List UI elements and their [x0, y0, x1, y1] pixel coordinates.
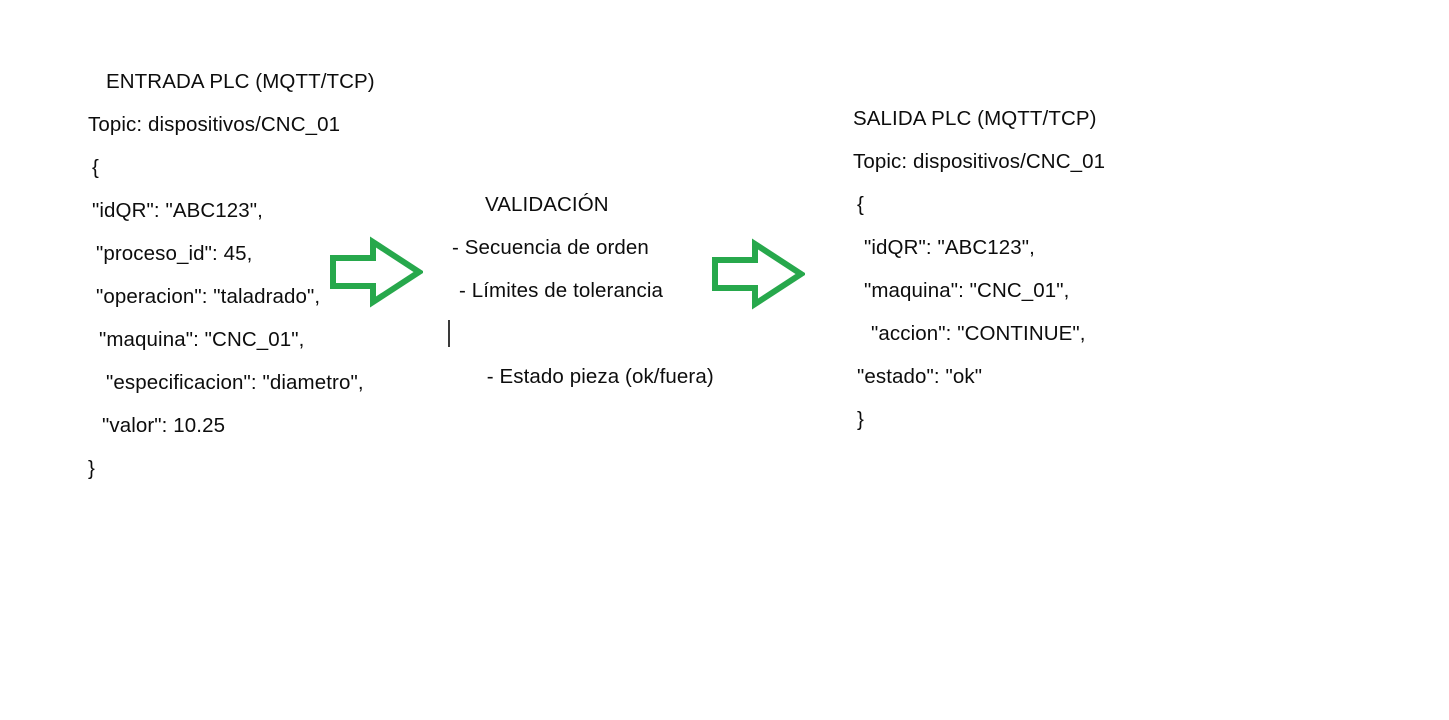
input-block-title: ENTRADA PLC (MQTT/TCP) [106, 70, 375, 93]
output-payload-line: } [857, 408, 864, 431]
output-payload-line: { [857, 193, 864, 216]
validation-block: VALIDACIÓN - Secuencia de orden - Límite… [448, 183, 714, 441]
input-payload-line: "proceso_id": 45, [96, 242, 253, 265]
output-payload-line: "accion": "CONTINUE", [871, 322, 1086, 345]
input-topic-line: Topic: dispositivos/CNC_01 [88, 113, 341, 136]
flow-arrow-validation-to-output [711, 238, 807, 315]
input-payload-line: } [88, 457, 95, 480]
validation-block-title: VALIDACIÓN [485, 193, 609, 216]
flow-arrow-input-to-validation [329, 236, 425, 313]
output-payload-line: "maquina": "CNC_01", [864, 279, 1070, 302]
validation-item: - Secuencia de orden [452, 236, 649, 259]
right-arrow-icon [712, 238, 807, 310]
output-payload-line: "idQR": "ABC123", [864, 236, 1035, 259]
input-message-block: ENTRADA PLC (MQTT/TCP) Topic: dispositiv… [88, 60, 375, 490]
output-block-title: SALIDA PLC (MQTT/TCP) [853, 107, 1097, 130]
input-payload-line: "operacion": "taladrado", [96, 285, 321, 308]
validation-item-row: - Estado pieza (ok/fuera) [448, 312, 714, 441]
input-payload-line: "maquina": "CNC_01", [99, 328, 305, 351]
input-payload-line: { [92, 156, 99, 179]
right-arrow-icon [330, 236, 425, 308]
validation-item: - Estado pieza (ok/fuera) [486, 365, 714, 388]
input-payload-line: "valor": 10.25 [102, 414, 226, 437]
output-topic-line: Topic: dispositivos/CNC_01 [853, 150, 1106, 173]
output-payload-line: "estado": "ok" [857, 365, 983, 388]
text-caret [448, 320, 450, 347]
validation-item: - Límites de tolerancia [459, 279, 663, 302]
input-payload-line: "idQR": "ABC123", [92, 199, 263, 222]
input-payload-line: "especificacion": "diametro", [106, 371, 364, 394]
output-message-block: SALIDA PLC (MQTT/TCP) Topic: dispositivo… [853, 97, 1105, 441]
